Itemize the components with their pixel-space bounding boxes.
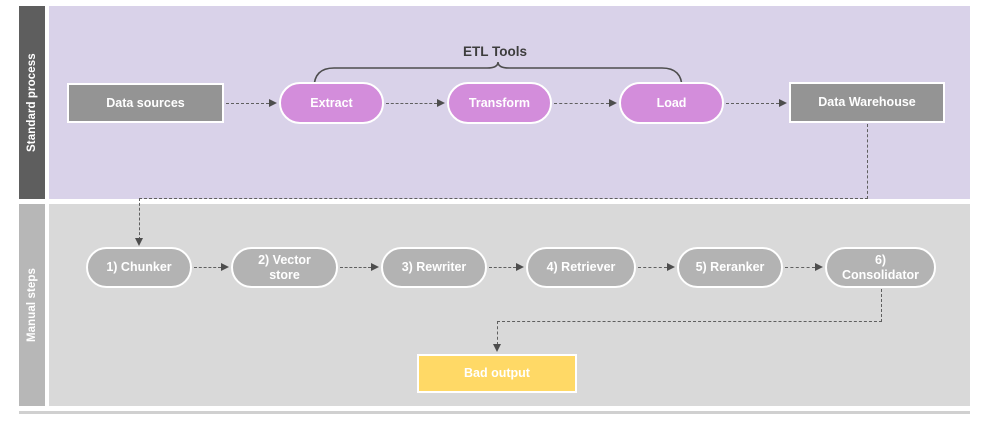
arrowhead-to-transform bbox=[437, 98, 445, 107]
edge-transform-to-load bbox=[554, 103, 609, 104]
node-vector-store[interactable]: 2) Vector store bbox=[231, 247, 338, 288]
node-reranker[interactable]: 5) Reranker bbox=[677, 247, 783, 288]
arrowhead-to-load bbox=[609, 98, 617, 107]
arrowhead-to-consolidator bbox=[815, 262, 823, 271]
etl-tools-label: ETL Tools bbox=[463, 44, 527, 59]
arrowhead-to-vector-store bbox=[221, 262, 229, 271]
edge-rewriter-to-retriever bbox=[489, 267, 516, 268]
node-bad-output[interactable]: Bad output bbox=[417, 354, 577, 393]
bottom-divider bbox=[19, 411, 970, 414]
edge-consolidator-drop bbox=[881, 289, 882, 322]
edge-reranker-to-consolidator bbox=[785, 267, 815, 268]
node-data-warehouse[interactable]: Data Warehouse bbox=[789, 82, 945, 123]
arrowhead-to-retriever bbox=[516, 262, 524, 271]
edge-data-warehouse-drop bbox=[867, 124, 868, 199]
etl-tools-brace-icon bbox=[313, 62, 683, 88]
edge-data-sources-to-extract bbox=[226, 103, 269, 104]
arrowhead-to-reranker bbox=[667, 262, 675, 271]
edge-data-warehouse-across bbox=[139, 198, 868, 199]
arrowhead-to-rewriter bbox=[371, 262, 379, 271]
edge-consolidator-across bbox=[497, 321, 882, 322]
edge-vector-store-to-rewriter bbox=[340, 267, 371, 268]
node-retriever[interactable]: 4) Retriever bbox=[526, 247, 636, 288]
node-extract[interactable]: Extract bbox=[279, 82, 384, 124]
node-chunker[interactable]: 1) Chunker bbox=[86, 247, 192, 288]
lane-label-standard-process: Standard process bbox=[19, 6, 45, 199]
node-load[interactable]: Load bbox=[619, 82, 724, 124]
node-consolidator[interactable]: 6) Consolidator bbox=[825, 247, 936, 288]
edge-consolidator-to-bad-output bbox=[497, 321, 498, 345]
edge-extract-to-transform bbox=[386, 103, 437, 104]
edge-load-to-data-warehouse bbox=[726, 103, 779, 104]
edge-data-warehouse-to-chunker bbox=[139, 198, 140, 240]
node-rewriter[interactable]: 3) Rewriter bbox=[381, 247, 487, 288]
node-data-sources[interactable]: Data sources bbox=[67, 83, 224, 123]
lane-label-manual-steps: Manual steps bbox=[19, 204, 45, 406]
arrowhead-to-bad-output bbox=[492, 344, 501, 352]
node-transform[interactable]: Transform bbox=[447, 82, 552, 124]
arrowhead-to-chunker bbox=[134, 238, 143, 246]
edge-retriever-to-reranker bbox=[638, 267, 667, 268]
arrowhead-to-extract bbox=[269, 98, 277, 107]
edge-chunker-to-vector-store bbox=[194, 267, 221, 268]
arrowhead-to-data-warehouse bbox=[779, 98, 787, 107]
